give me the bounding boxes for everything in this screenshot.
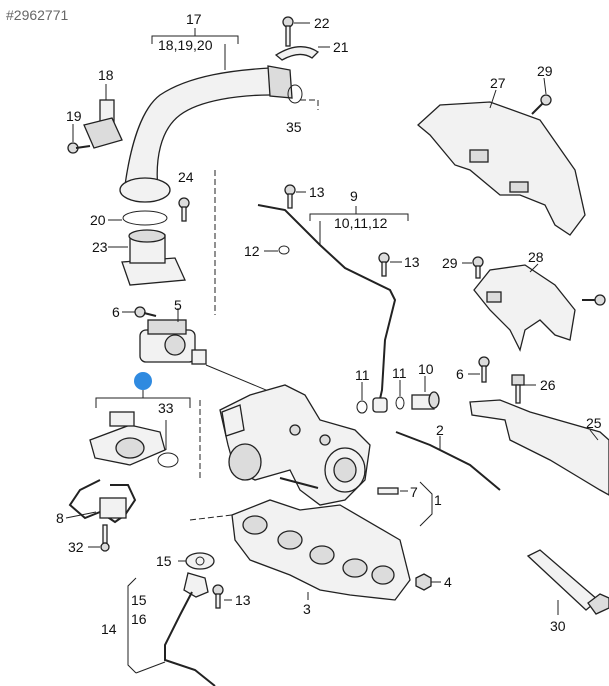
label-8: 8 (56, 510, 64, 526)
label-10: 10 (418, 361, 434, 377)
label-5: 5 (174, 297, 182, 313)
label-3: 3 (303, 601, 311, 617)
label-30: 30 (550, 618, 566, 634)
stud-7 (377, 487, 399, 495)
oil-line-9 (257, 204, 397, 409)
label-13-upper: 13 (309, 184, 325, 200)
label-27: 27 (490, 75, 506, 91)
label-2: 2 (436, 422, 444, 438)
nut-4 (415, 573, 432, 591)
label-26: 26 (540, 377, 556, 393)
bolt-29-upper (531, 94, 552, 115)
label-29-upper: 29 (537, 63, 553, 79)
label-12: 12 (244, 243, 260, 259)
label-13-middle: 13 (404, 254, 420, 270)
label-4: 4 (444, 574, 452, 590)
label-16: 16 (131, 611, 147, 627)
bolt-29-lower (472, 256, 484, 279)
bolt-26 (511, 374, 525, 404)
diagram-number: #2962771 (6, 7, 69, 23)
gasket-20 (122, 210, 168, 226)
label-7: 7 (410, 484, 418, 500)
bolt-24 (178, 197, 190, 222)
label-21: 21 (333, 39, 349, 55)
washer-11-right (395, 396, 405, 410)
sealant-tube-30 (526, 549, 609, 615)
o-ring-35 (287, 84, 303, 104)
label-20: 20 (90, 212, 106, 228)
label-18-19-20: 18,19,20 (158, 37, 213, 53)
label-14: 14 (101, 621, 117, 637)
coolant-connector-8 (89, 411, 179, 468)
label-25: 25 (586, 415, 602, 431)
label-15-upper: 15 (156, 553, 172, 569)
sensor-18 (83, 99, 123, 149)
label-11-left: 11 (355, 367, 370, 383)
label-32: 32 (68, 539, 84, 555)
label-6-left: 6 (112, 304, 120, 320)
label-13-lower: 13 (235, 592, 251, 608)
bolt-32 (100, 524, 110, 552)
label-17: 17 (186, 11, 202, 27)
label-33: 33 (158, 400, 174, 416)
label-1: 1 (434, 492, 442, 508)
bolt-6-left (134, 306, 157, 318)
label-23: 23 (92, 239, 108, 255)
oil-return-pipe-14 (164, 572, 216, 686)
intake-pipe-17 (119, 65, 293, 203)
label-9: 9 (350, 188, 358, 204)
label-22: 22 (314, 15, 330, 31)
valve-5 (139, 319, 207, 365)
label-10-11-12: 10,11,12 (334, 215, 388, 231)
highlight-marker[interactable] (134, 372, 152, 390)
turbocharger (219, 384, 371, 506)
label-35: 35 (286, 119, 302, 135)
label-18: 18 (98, 67, 114, 83)
label-28: 28 (528, 249, 544, 265)
label-11-right: 11 (392, 365, 407, 381)
heat-shield-28 (473, 264, 576, 352)
bolt-13-upper (284, 184, 296, 209)
label-24: 24 (178, 169, 194, 185)
bolt-13-lower (212, 584, 224, 609)
bolt-13-middle (378, 252, 390, 277)
bolt-6-right (478, 356, 490, 383)
bolt-19 (67, 142, 91, 154)
label-6-right: 6 (456, 366, 464, 382)
banjo-bolt-10 (411, 391, 440, 410)
washer-11-left (356, 400, 368, 414)
exhaust-manifold-3 (231, 499, 411, 601)
bolt-29-right (582, 294, 606, 306)
gasket-2 (395, 431, 501, 491)
bracket-25 (469, 399, 609, 496)
label-19: 19 (66, 108, 82, 124)
clamp-21 (274, 46, 320, 61)
oil-line-banjo (372, 397, 388, 413)
heat-shield-27 (417, 101, 586, 236)
label-29-lower: 29 (442, 255, 458, 271)
bolt-22 (282, 16, 294, 47)
fitting-8 (99, 497, 127, 519)
gasket-15 (185, 552, 215, 570)
washer-12 (278, 245, 290, 255)
label-15-lower: 15 (131, 592, 147, 608)
flange-23 (121, 229, 186, 286)
